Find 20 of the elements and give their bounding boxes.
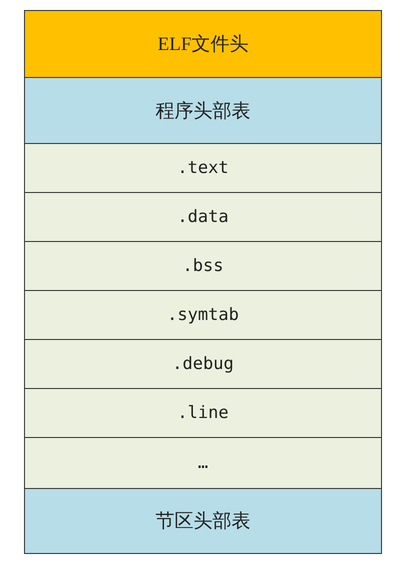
section-label: .data (177, 207, 229, 227)
section-label: … (198, 453, 208, 473)
section-label: .text (177, 158, 229, 178)
section-label: .debug (172, 354, 234, 374)
section-row (24, 241, 382, 291)
section-label: .symtab (167, 305, 239, 325)
section-label: 程序头部表 (156, 100, 250, 124)
table-block (24, 77, 382, 144)
table-block (24, 488, 382, 554)
section-row (24, 388, 382, 438)
header-block (24, 10, 382, 78)
section-row (24, 437, 382, 489)
section-row (24, 290, 382, 340)
section-label: .bss (182, 256, 224, 276)
section-label: ELF文件头 (158, 33, 248, 57)
section-label: .line (177, 403, 229, 423)
section-row (24, 143, 382, 193)
section-row (24, 339, 382, 389)
section-label: 节区头部表 (156, 510, 250, 534)
section-row (24, 192, 382, 242)
